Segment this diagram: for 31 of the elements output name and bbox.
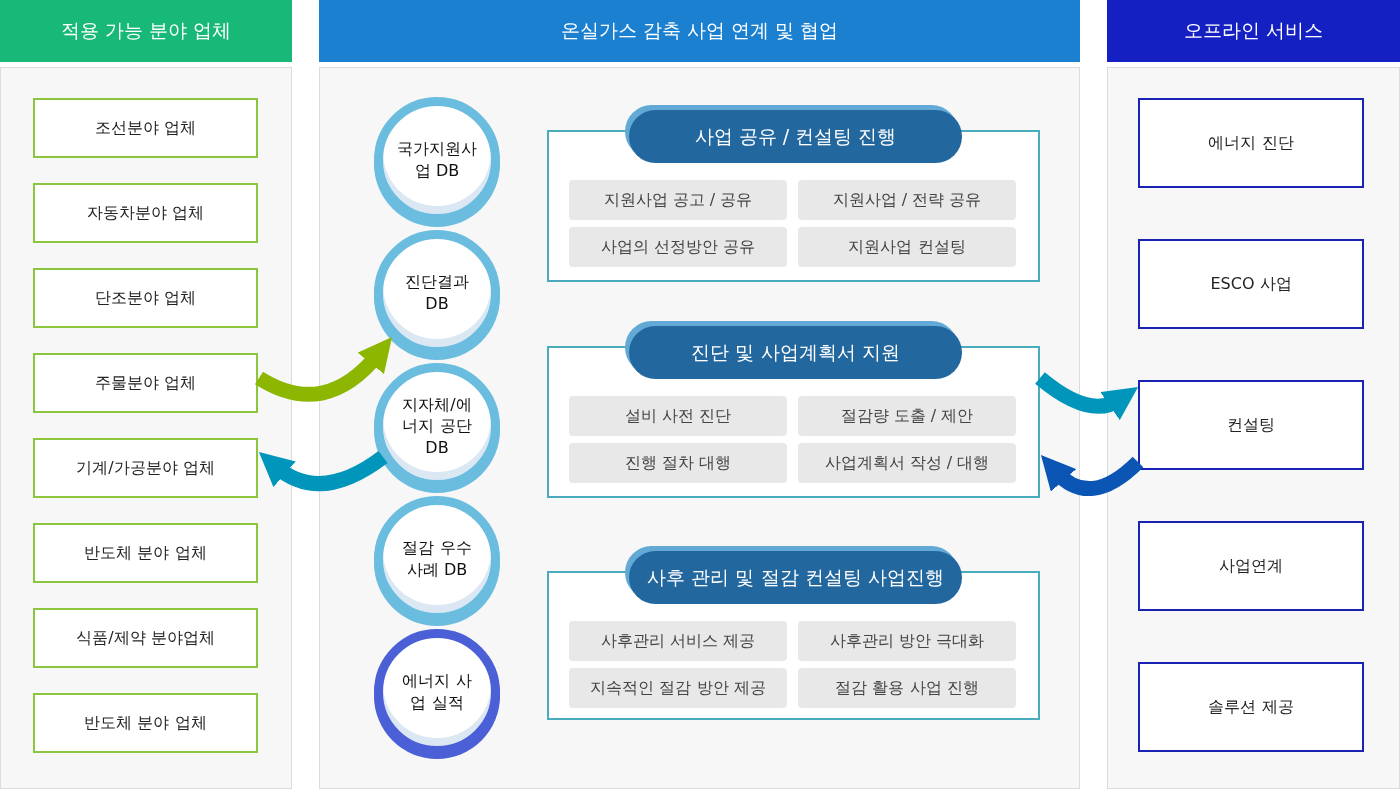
task-box: 사후관리 서비스 제공 bbox=[569, 621, 787, 661]
service-box: 사업연계 bbox=[1138, 521, 1364, 611]
industry-box: 반도체 분야 업체 bbox=[33, 523, 258, 583]
industry-box: 조선분야 업체 bbox=[33, 98, 258, 158]
column-header: 오프라인 서비스 bbox=[1107, 0, 1400, 62]
task-box: 지속적인 절감 방안 제공 bbox=[569, 668, 787, 708]
industry-box: 기계/가공분야 업체 bbox=[33, 438, 258, 498]
curved-arrow bbox=[1035, 372, 1139, 421]
curved-arrow bbox=[255, 337, 393, 402]
service-box: 컨설팅 bbox=[1138, 380, 1364, 470]
industry-box: 식품/제약 분야업체 bbox=[33, 608, 258, 668]
task-box: 지원사업 / 전략 공유 bbox=[798, 180, 1016, 220]
service-box: 솔루션 제공 bbox=[1138, 662, 1364, 752]
industry-box: 주물분야 업체 bbox=[33, 353, 258, 413]
industry-box: 단조분야 업체 bbox=[33, 268, 258, 328]
task-box: 진행 절차 대행 bbox=[569, 443, 787, 483]
task-box: 절감량 도출 / 제안 bbox=[798, 396, 1016, 436]
service-box: 에너지 진단 bbox=[1138, 98, 1364, 188]
industry-box: 자동차분야 업체 bbox=[33, 183, 258, 243]
column-header: 적용 가능 분야 업체 bbox=[0, 0, 292, 62]
industry-box: 반도체 분야 업체 bbox=[33, 693, 258, 753]
task-box: 지원사업 공고 / 공유 bbox=[569, 180, 787, 220]
task-box: 사업계획서 작성 / 대행 bbox=[798, 443, 1016, 483]
curved-arrow bbox=[258, 450, 388, 491]
task-box: 지원사업 컨설팅 bbox=[798, 227, 1016, 267]
task-box: 절감 활용 사업 진행 bbox=[798, 668, 1016, 708]
task-box: 사업의 선정방안 공유 bbox=[569, 227, 787, 267]
task-box: 설비 사전 진단 bbox=[569, 396, 787, 436]
service-box: ESCO 사업 bbox=[1138, 239, 1364, 329]
column-header: 온실가스 감축 사업 연계 및 협업 bbox=[319, 0, 1080, 62]
task-box: 사후관리 방안 극대화 bbox=[798, 621, 1016, 661]
